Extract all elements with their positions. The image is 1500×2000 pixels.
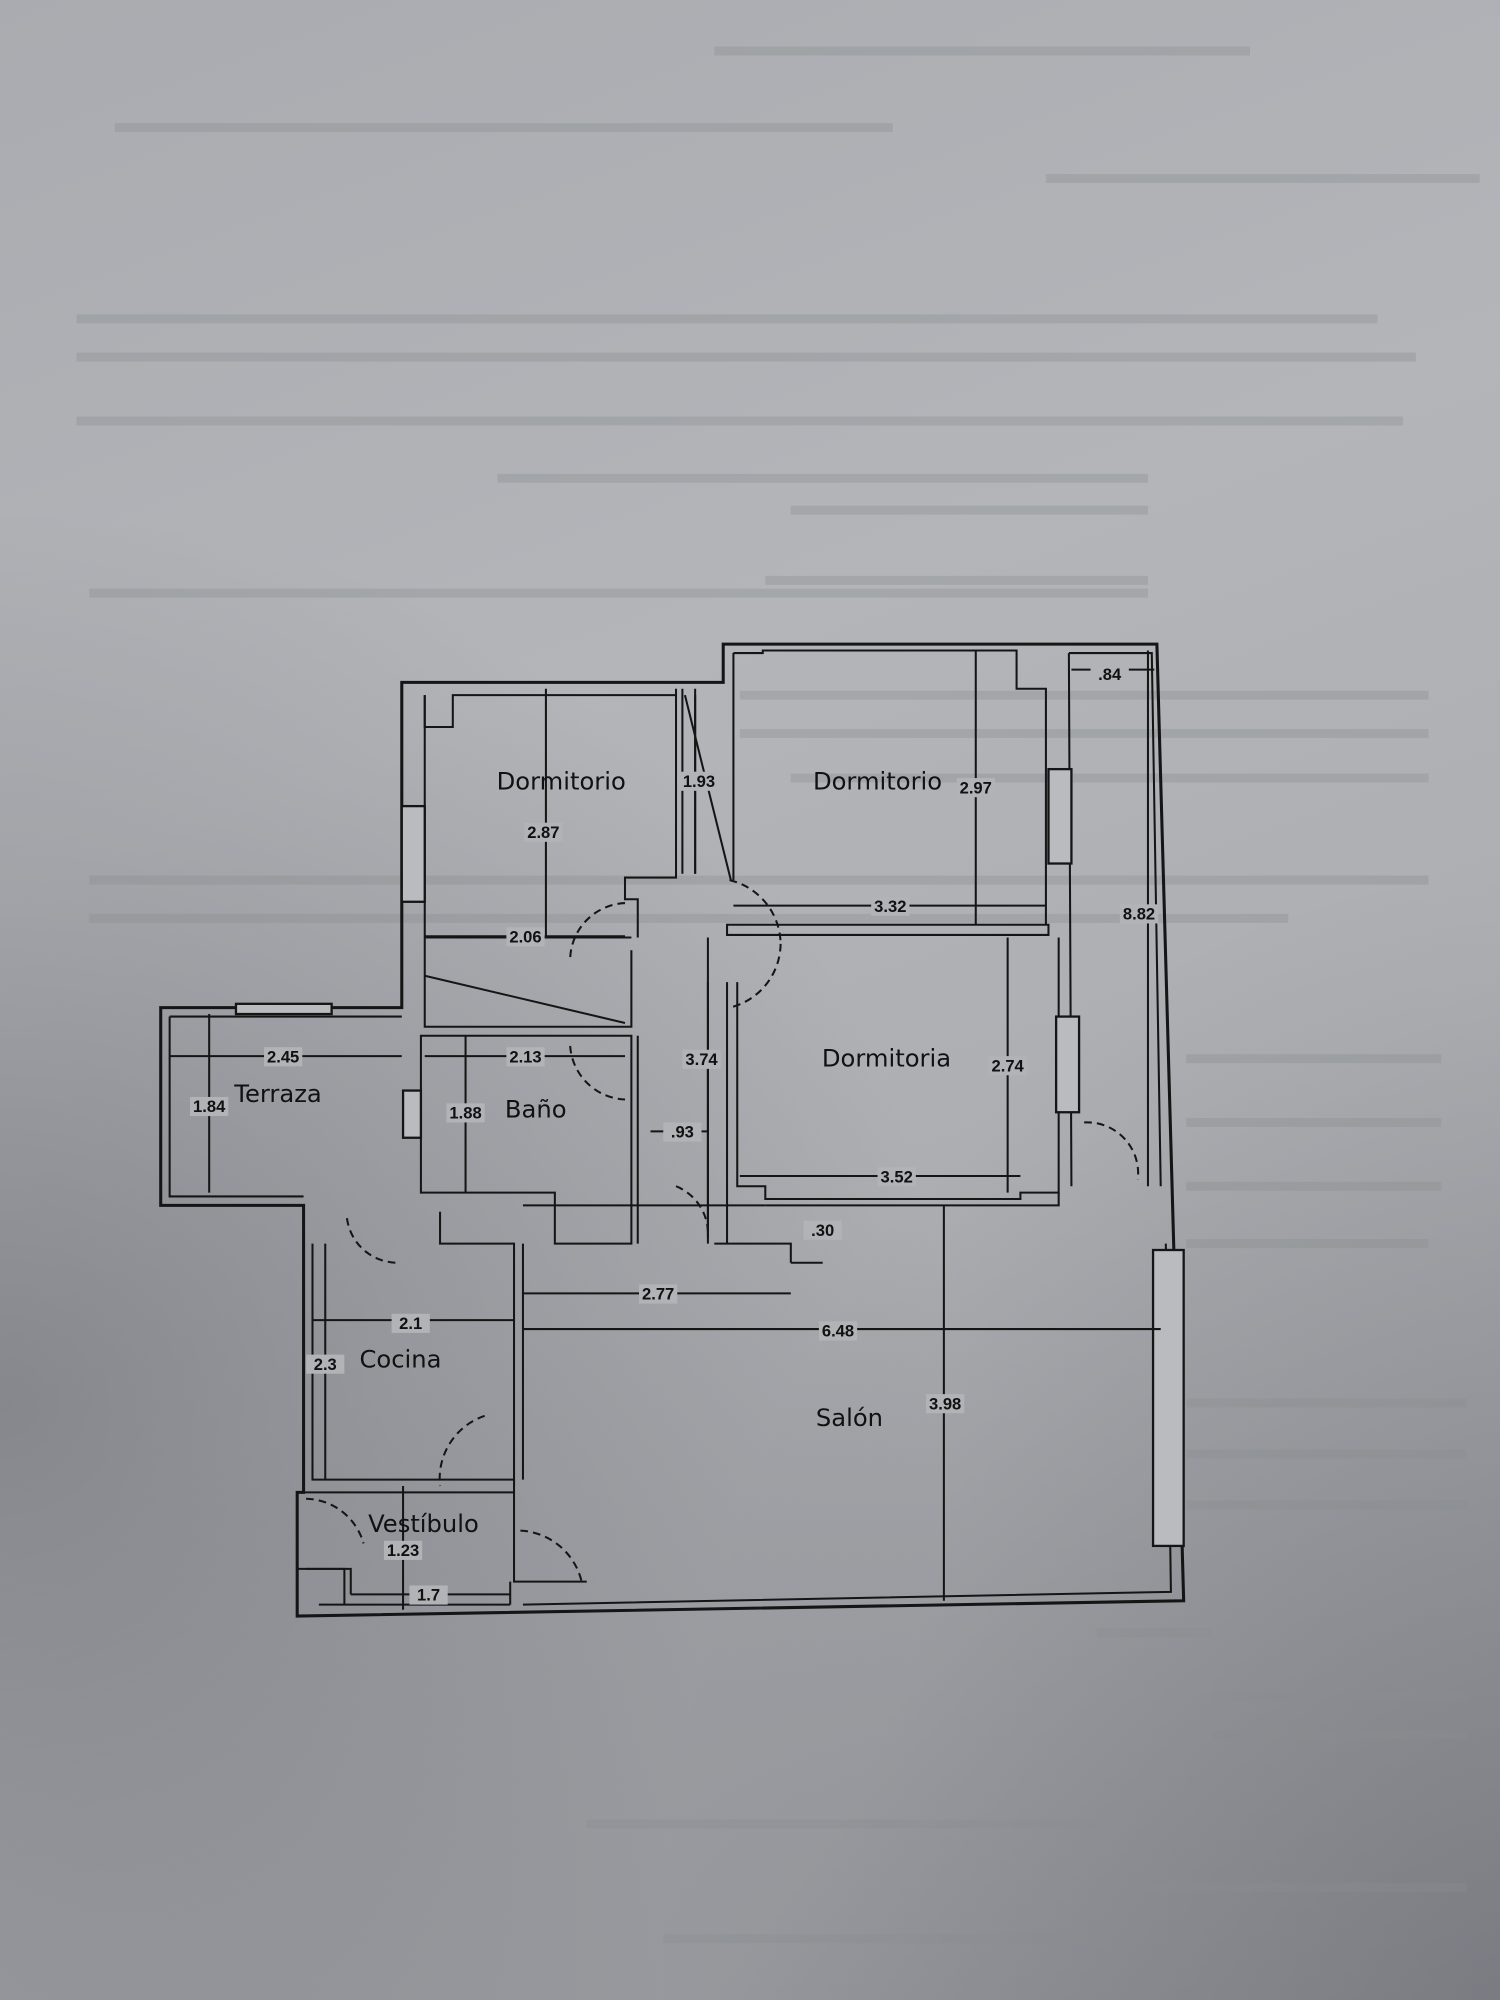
dimension-label: 2.77 — [642, 1285, 674, 1304]
dimension-label-background — [956, 778, 995, 798]
dimension-label: .93 — [671, 1123, 694, 1142]
dimension-label-background — [506, 927, 545, 947]
dimension-label-background — [639, 1284, 678, 1304]
dimension-label-background — [391, 1313, 430, 1333]
room-labels: Dormitorio Dormitorio Dormitoria Terraza… — [233, 768, 951, 1538]
dimension-label: 8.82 — [1123, 905, 1155, 924]
dimension-label: 1.84 — [193, 1097, 226, 1116]
room-label-terraza: Terraza — [233, 1080, 321, 1108]
room-label-vestibulo: Vestíbulo — [368, 1510, 479, 1538]
dimension-label: 2.45 — [267, 1048, 299, 1067]
dimension-label: 3.74 — [685, 1050, 718, 1069]
dimension-label: 2.06 — [509, 928, 541, 947]
dimension-label-background — [1119, 904, 1159, 924]
dimension-label-background — [871, 896, 910, 916]
room-label-cocina: Cocina — [360, 1345, 442, 1373]
dimension-label-background — [524, 822, 563, 842]
room-label-dormitorio-1: Dormitorio — [497, 768, 626, 796]
dimension-label: 2.97 — [960, 778, 992, 797]
dimension-labels: 2.87 1.93 2.97 .84 3.32 8.82 2.06 2.13 3.74 2.74 1… — [190, 664, 1159, 1605]
dimension-label-background — [264, 1047, 303, 1067]
dimension-label-background — [988, 1056, 1027, 1076]
dimension-label: 2.13 — [509, 1048, 541, 1067]
dimension-label: 2.3 — [314, 1355, 337, 1374]
dimension-label-background — [818, 1321, 858, 1341]
dimension-label-background — [409, 1585, 448, 1605]
dimension-label-background — [306, 1354, 345, 1374]
windows — [234, 767, 1185, 1548]
dimension-label: .84 — [1098, 665, 1122, 684]
dimension-label: 6.48 — [822, 1322, 854, 1341]
dimension-label: 3.98 — [929, 1394, 961, 1413]
room-label-dormitorio-3: Dormitoria — [822, 1044, 951, 1072]
dimension-label: 1.7 — [417, 1586, 440, 1605]
dimension-label: 3.52 — [881, 1167, 913, 1186]
dimension-label: 2.1 — [399, 1314, 422, 1333]
room-label-salon: Salón — [816, 1404, 883, 1432]
dimension-label: 1.93 — [683, 772, 715, 791]
dimension-label-background — [877, 1167, 916, 1187]
dimension-label: 3.32 — [874, 897, 906, 916]
dimension-label-background — [803, 1220, 842, 1240]
dimension-label: 1.88 — [449, 1104, 481, 1123]
dimension-label-background — [682, 1049, 721, 1069]
dimension-label-background — [446, 1103, 485, 1123]
room-label-dormitorio-2: Dormitorio — [813, 768, 942, 796]
dimension-label-background — [190, 1096, 229, 1117]
door-swings — [306, 879, 1140, 1582]
dimension-label-background — [1090, 664, 1129, 684]
dimension-label: 2.74 — [992, 1056, 1025, 1075]
dimension-label-background — [679, 771, 719, 791]
dimension-label-background — [663, 1122, 702, 1142]
dimension-label: .30 — [811, 1221, 834, 1240]
dimension-label-background — [506, 1047, 545, 1067]
room-label-bano: Baño — [505, 1095, 567, 1123]
dimension-label-background — [926, 1394, 965, 1414]
dimension-label: 2.87 — [527, 823, 559, 842]
background-text-ghost — [76, 46, 1480, 1944]
dimension-label-background — [383, 1540, 423, 1560]
dimension-label: 1.23 — [387, 1541, 419, 1560]
